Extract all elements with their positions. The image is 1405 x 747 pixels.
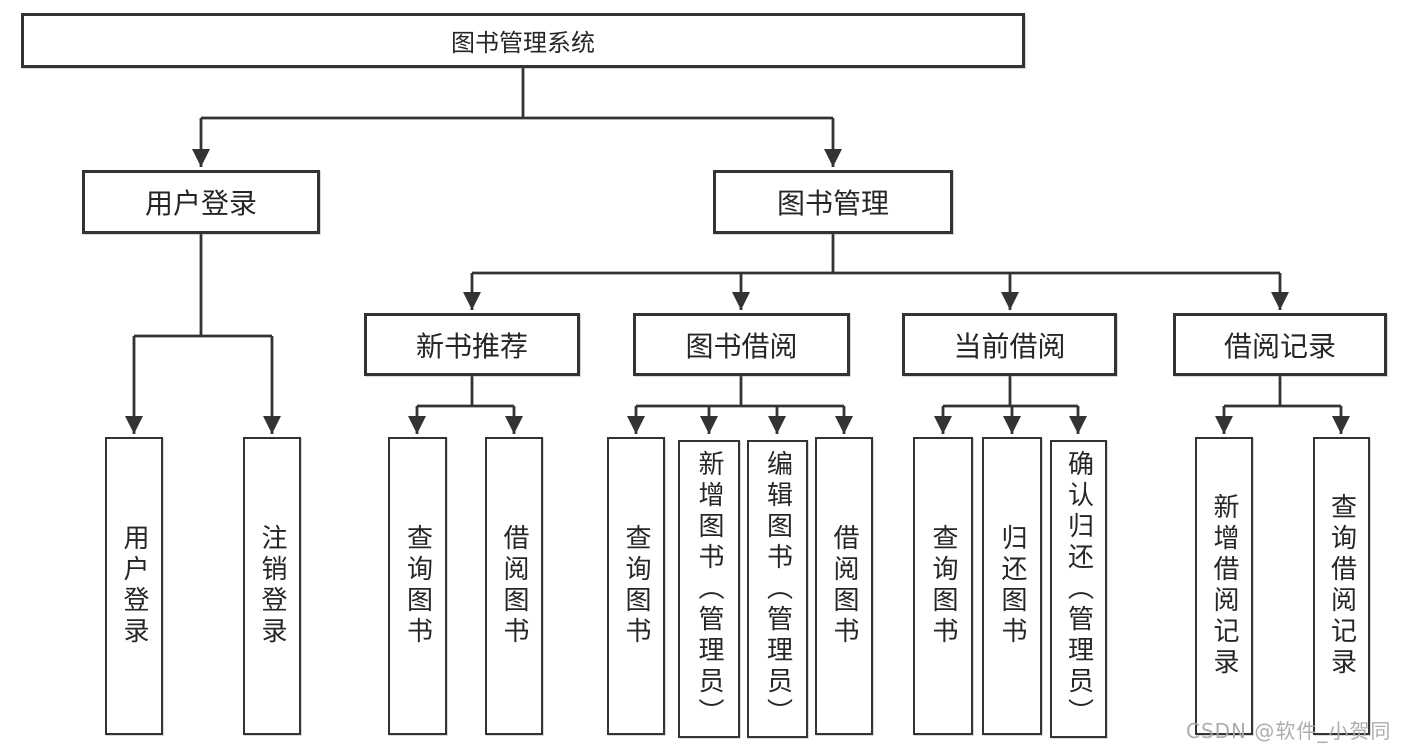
- node-book-borrowing: 图书借阅: [633, 313, 850, 376]
- leaf-query-books-borrow: 查询图书: [607, 437, 665, 735]
- leaf-confirm-return-admin: 确认归还（管理员）: [1050, 440, 1107, 738]
- leaf-logout: 注销登录: [243, 437, 301, 735]
- node-current-borrowing: 当前借阅: [902, 313, 1117, 376]
- leaf-return-books: 归还图书: [982, 437, 1042, 735]
- leaf-add-book-admin: 新增图书（管理员）: [678, 440, 740, 738]
- node-book-management: 图书管理: [713, 170, 953, 234]
- node-user-login: 用户登录: [82, 170, 320, 234]
- node-new-book-recommendation: 新书推荐: [364, 313, 580, 376]
- leaf-user-login: 用户登录: [105, 437, 163, 735]
- leaf-edit-book-admin: 编辑图书（管理员）: [747, 440, 808, 738]
- leaf-query-borrow-record: 查询借阅记录: [1313, 437, 1370, 735]
- watermark: CSDN @软件_小贺同学: [1186, 719, 1392, 743]
- leaf-query-books-recommend: 查询图书: [388, 437, 447, 735]
- leaf-borrow-books: 借阅图书: [815, 437, 873, 735]
- leaf-borrow-books-recommend: 借阅图书: [485, 437, 543, 735]
- leaf-query-books-current: 查询图书: [913, 437, 973, 735]
- leaf-add-borrow-record: 新增借阅记录: [1195, 437, 1253, 735]
- node-borrowing-records: 借阅记录: [1173, 313, 1387, 376]
- connector-trunks: [134, 68, 1341, 408]
- node-library-management-system: 图书管理系统: [21, 13, 1025, 68]
